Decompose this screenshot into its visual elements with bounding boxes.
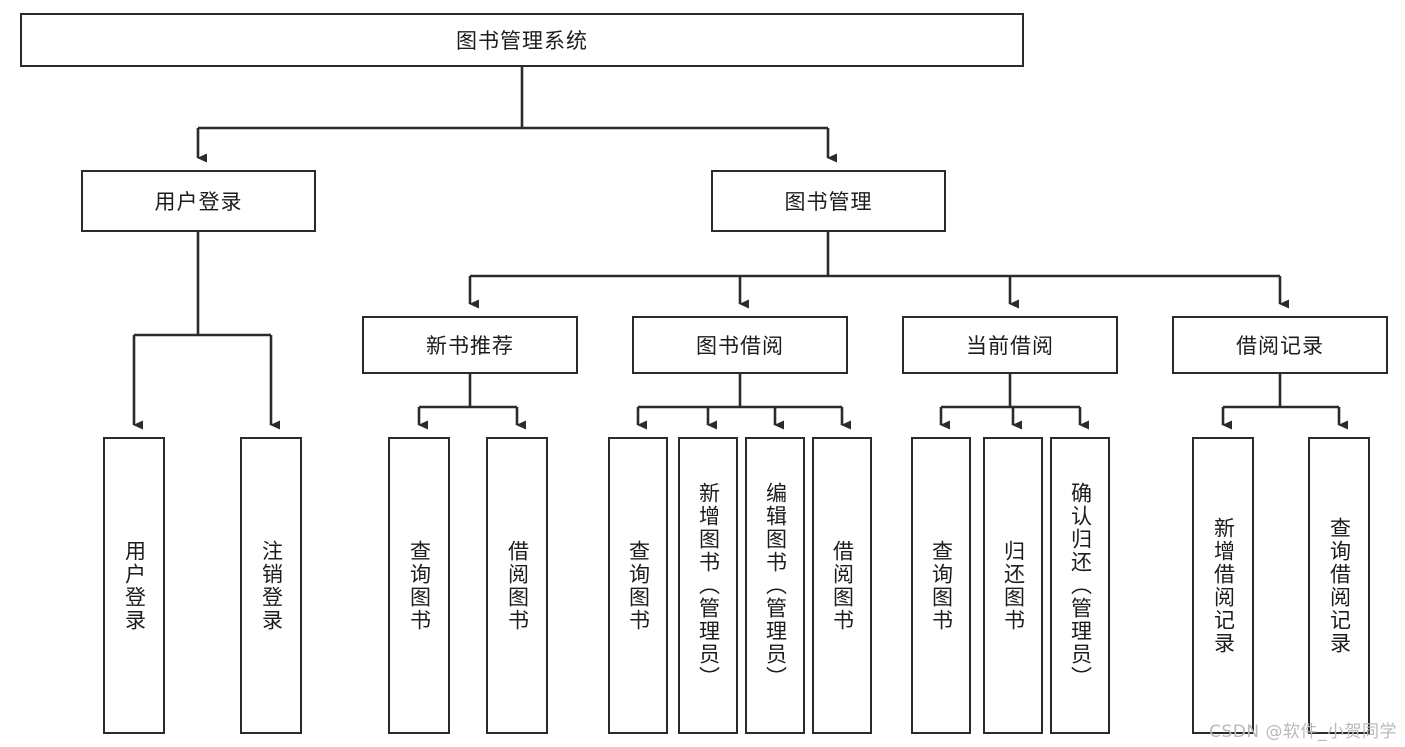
leaf-add-book[interactable]: 新增图书（管理员）: [678, 437, 738, 734]
node-label: 新增图书（管理员）: [696, 482, 721, 689]
node-label: 图书管理: [784, 190, 873, 214]
leaf-query-book-cur[interactable]: 查询图书: [911, 437, 971, 734]
node-label: 查询借阅记录: [1327, 516, 1352, 655]
leaf-query-record[interactable]: 查询借阅记录: [1308, 437, 1370, 734]
node-label: 查询图书: [929, 539, 954, 632]
leaf-user-logout[interactable]: 注销登录: [240, 437, 302, 734]
node-label: 确认归还（管理员）: [1068, 482, 1093, 689]
leaf-query-book-rec[interactable]: 查询图书: [388, 437, 450, 734]
node-label: 借阅图书: [505, 539, 530, 632]
node-current-borrow[interactable]: 当前借阅: [902, 316, 1118, 374]
node-label: 用户登录: [122, 539, 147, 632]
node-user-login[interactable]: 用户登录: [81, 170, 316, 232]
leaf-edit-book[interactable]: 编辑图书（管理员）: [745, 437, 805, 734]
node-label: 借阅记录: [1236, 334, 1324, 358]
leaf-return-book[interactable]: 归还图书: [983, 437, 1043, 734]
node-label: 归还图书: [1001, 539, 1026, 632]
node-label: 新书推荐: [426, 334, 514, 358]
node-new-book-rec[interactable]: 新书推荐: [362, 316, 578, 374]
leaf-borrow-book[interactable]: 借阅图书: [812, 437, 872, 734]
node-label: 编辑图书（管理员）: [763, 482, 788, 689]
leaf-query-book[interactable]: 查询图书: [608, 437, 668, 734]
node-label: 注销登录: [259, 539, 284, 632]
node-label: 查询图书: [407, 539, 432, 632]
leaf-user-login[interactable]: 用户登录: [103, 437, 165, 734]
node-label: 新增借阅记录: [1211, 516, 1236, 655]
leaf-confirm-return[interactable]: 确认归还（管理员）: [1050, 437, 1110, 734]
node-label: 图书管理系统: [456, 29, 588, 53]
node-book-manage[interactable]: 图书管理: [711, 170, 946, 232]
watermark-text: CSDN @软件_小贺同学: [1209, 722, 1397, 742]
node-label: 当前借阅: [966, 334, 1054, 358]
node-label: 图书借阅: [696, 334, 784, 358]
node-label: 查询图书: [626, 539, 651, 632]
node-borrow-record[interactable]: 借阅记录: [1172, 316, 1388, 374]
node-root-title[interactable]: 图书管理系统: [20, 13, 1024, 67]
node-label: 借阅图书: [830, 539, 855, 632]
leaf-add-record[interactable]: 新增借阅记录: [1192, 437, 1254, 734]
leaf-borrow-book-rec[interactable]: 借阅图书: [486, 437, 548, 734]
node-book-borrow[interactable]: 图书借阅: [632, 316, 848, 374]
node-label: 用户登录: [154, 190, 243, 214]
